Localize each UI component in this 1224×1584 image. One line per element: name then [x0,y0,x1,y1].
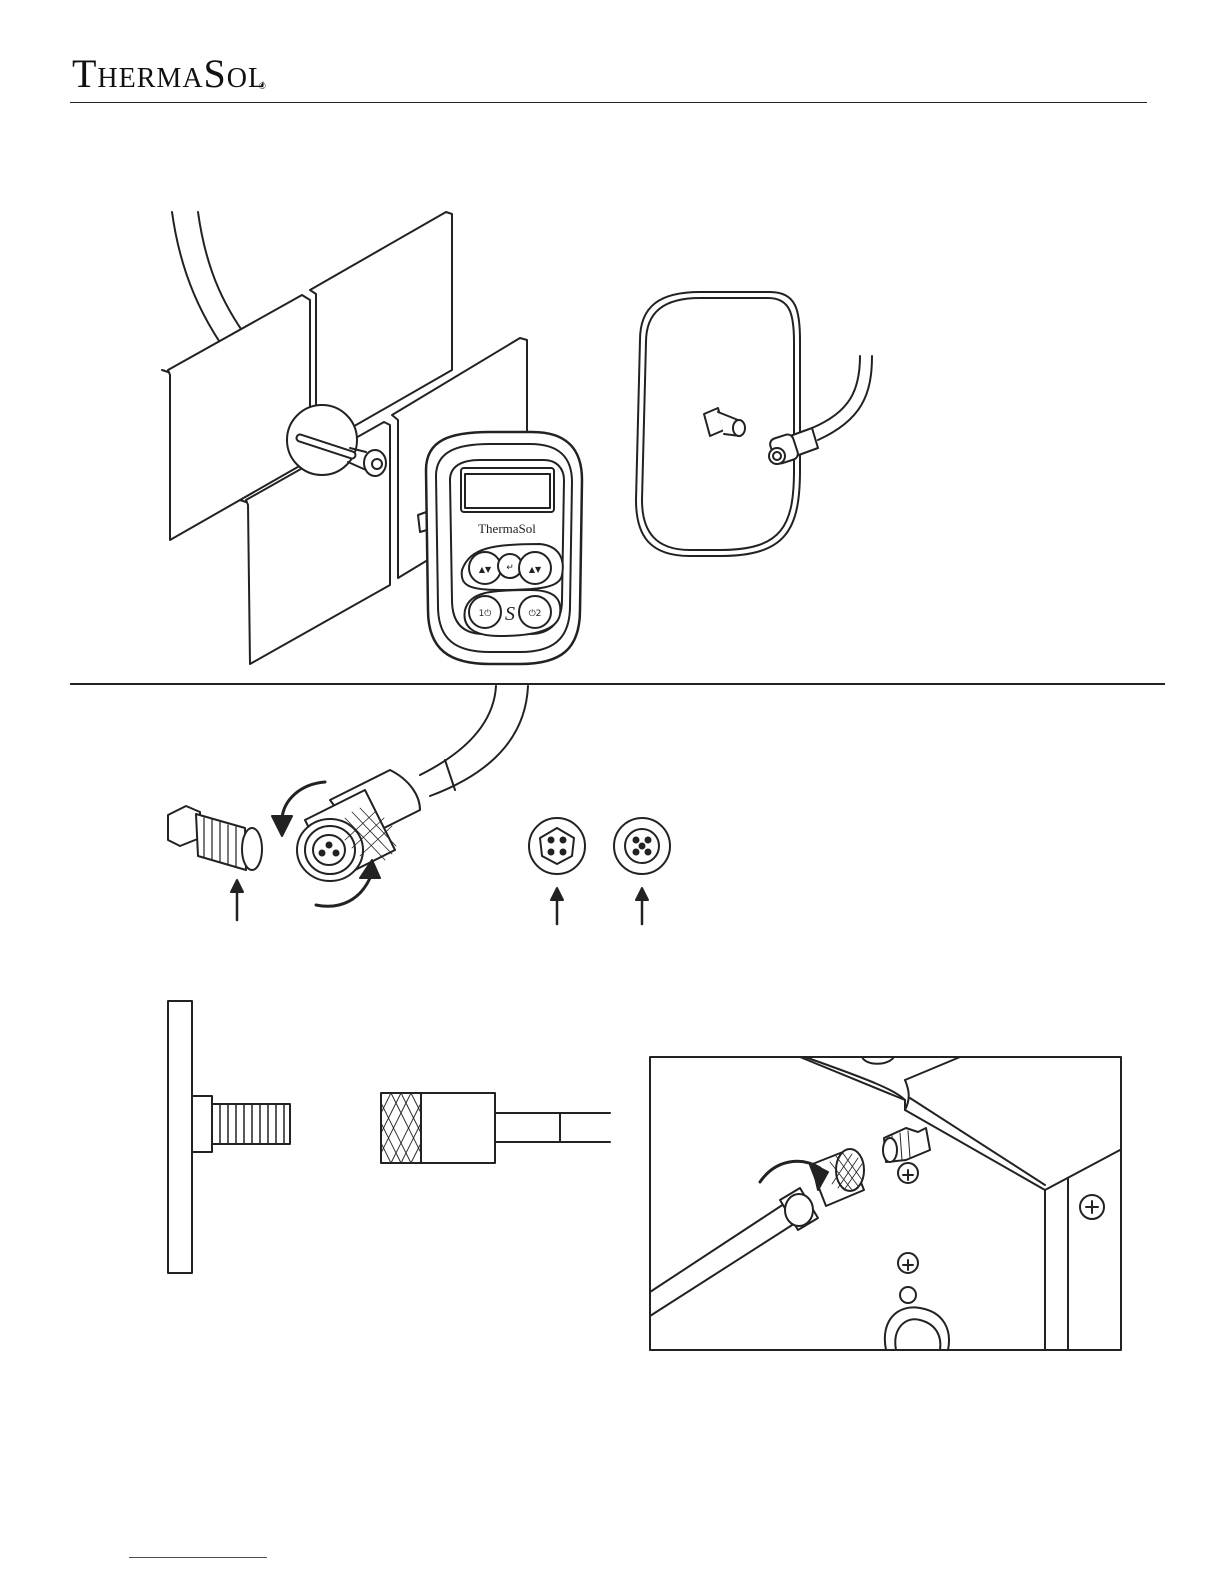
device-brand-label: ThermaSol [478,521,536,536]
device-button-up-down-left: ▲▼ [479,565,492,574]
device-back-illustration [636,292,872,556]
steam-control-device [426,432,582,664]
device-button-s-logo: S [505,603,515,625]
footer-link-underline[interactable] [129,1557,267,1558]
device-button-power-1: 1⏻ [479,608,492,619]
unit-connection-detail [650,1057,1121,1350]
section-divider [70,683,1165,685]
connector-rotation-illustration [168,686,670,924]
device-button-power-2: ⏻2 [529,608,542,619]
side-view-illustration [168,1001,610,1273]
device-button-up-down-right: ▲▼ [529,565,542,574]
device-button-enter: ↵ [506,563,514,573]
